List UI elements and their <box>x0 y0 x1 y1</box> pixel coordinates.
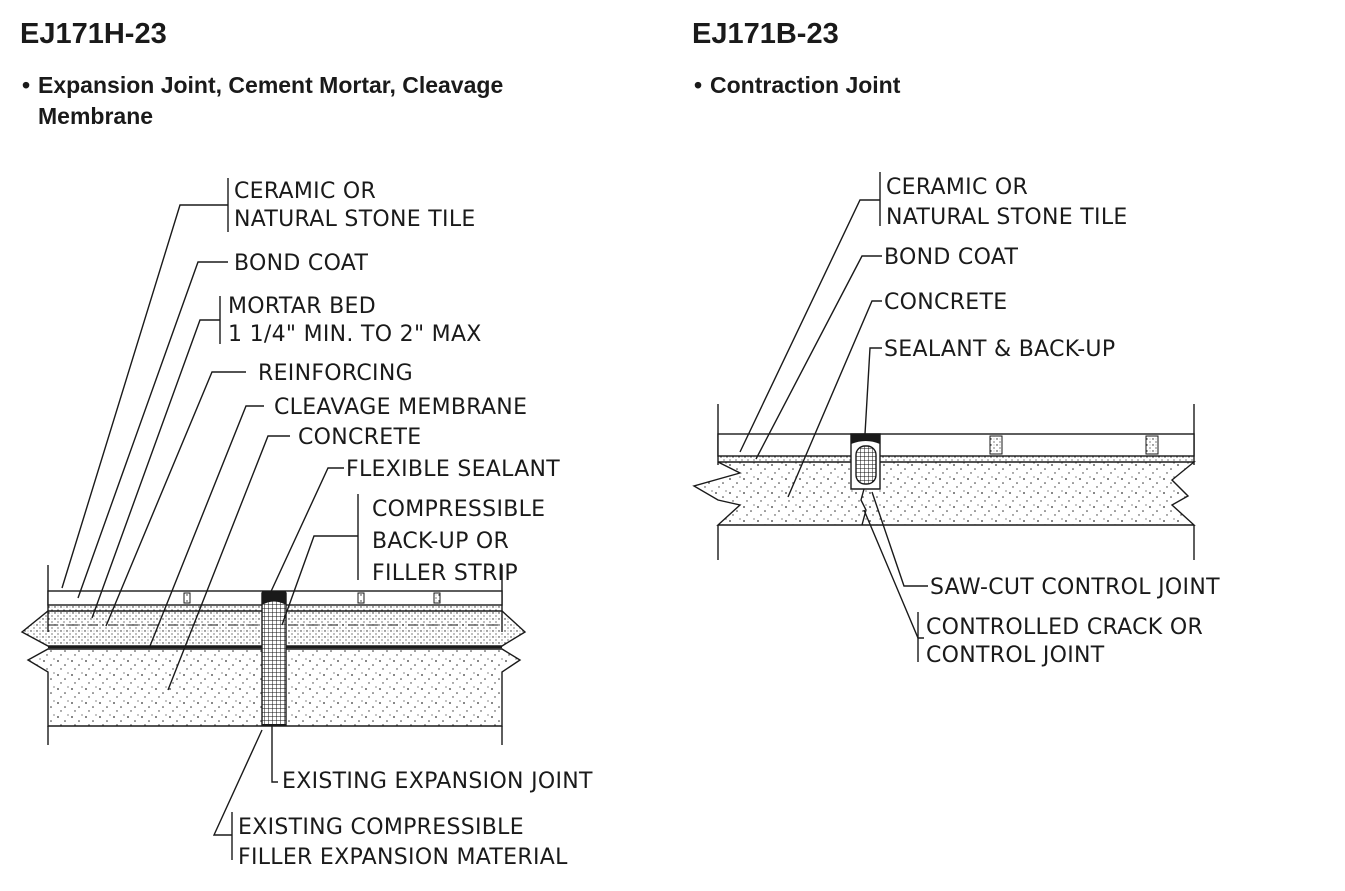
leader-concrete <box>167 435 290 691</box>
expansion-joint-filler <box>261 592 287 726</box>
label-tile-line-2: NATURAL STONE TILE <box>234 207 476 232</box>
leader-tile <box>739 199 880 453</box>
bullet-icon: • <box>22 72 31 98</box>
right-detail-title: EJ171B-23 <box>692 18 839 50</box>
leader-cleavage <box>149 405 264 647</box>
leader-bond-coat <box>77 261 228 599</box>
leader-sawcut <box>871 491 928 587</box>
leader-sealant <box>864 347 882 435</box>
label-mortar-line-1: MORTAR BED <box>228 294 376 319</box>
sealant-cap <box>851 434 880 444</box>
label-crack-line-1: CONTROLLED CRACK OR <box>926 615 1203 640</box>
label-flexible-sealant: FLEXIBLE SEALANT <box>346 457 560 482</box>
label-mortar-line-2: 1 1/4" MIN. TO 2" MAX <box>228 322 482 347</box>
bullet-icon: • <box>694 72 703 98</box>
label-filler-line-2: FILLER EXPANSION MATERIAL <box>238 845 568 870</box>
right-detail-subtitle: • Contraction Joint <box>694 70 1310 101</box>
label-concrete: CONCRETE <box>884 290 1007 315</box>
backup-rod <box>855 445 877 485</box>
left-detail-title: EJ171H-23 <box>20 18 167 50</box>
label-cleavage-membrane: CLEAVAGE MEMBRANE <box>274 395 527 420</box>
right-section-drawing: CERAMIC OR NATURAL STONE TILE BOND COAT … <box>692 172 1220 668</box>
label-sawcut-control-joint: SAW-CUT CONTROL JOINT <box>930 575 1220 600</box>
flexible-sealant-cap <box>262 591 286 605</box>
bond-coat-layer <box>717 455 1195 463</box>
label-backup-line-2: BACK-UP OR <box>372 529 509 554</box>
left-section-drawing: CERAMIC OR NATURAL STONE TILE BOND COAT … <box>20 178 593 870</box>
leader-backup <box>281 535 358 626</box>
label-reinforcing: REINFORCING <box>258 361 413 386</box>
left-detail-subtitle: • Expansion Joint, Cement Mortar, Cleava… <box>22 70 658 132</box>
leader-existing-joint <box>271 725 278 783</box>
label-bond-coat: BOND COAT <box>234 251 368 276</box>
tile-layer <box>717 433 1195 457</box>
label-tile-line-1: CERAMIC OR <box>886 175 1028 200</box>
leader-filler <box>212 729 263 836</box>
label-tile-line-2: NATURAL STONE TILE <box>886 205 1128 230</box>
left-subtitle-line-1: Expansion Joint, Cement Mortar, Cleavage <box>38 72 504 98</box>
leader-concrete <box>787 300 882 498</box>
label-bond-coat: BOND COAT <box>884 245 1018 270</box>
leader-crack <box>863 509 924 639</box>
label-existing-expansion-joint: EXISTING EXPANSION JOINT <box>282 769 593 794</box>
label-crack-line-2: CONTROL JOINT <box>926 643 1105 668</box>
label-tile-line-1: CERAMIC OR <box>234 179 376 204</box>
leader-flexible-sealant <box>267 467 344 599</box>
leader-tile <box>61 204 228 589</box>
leader-reinforcing <box>105 371 246 627</box>
label-concrete: CONCRETE <box>298 425 421 450</box>
leader-mortar <box>91 319 220 619</box>
label-backup-line-1: COMPRESSIBLE <box>372 497 545 522</box>
label-sealant-backup: SEALANT & BACK-UP <box>884 337 1115 362</box>
control-crack <box>860 488 867 526</box>
concrete-slab <box>692 461 1196 526</box>
label-backup-line-3: FILLER STRIP <box>372 561 518 586</box>
left-subtitle-line-2: Membrane <box>38 103 154 129</box>
leader-bond-coat <box>755 255 882 460</box>
label-filler-line-1: EXISTING COMPRESSIBLE <box>238 815 524 840</box>
right-subtitle-line-1: Contraction Joint <box>710 72 901 98</box>
